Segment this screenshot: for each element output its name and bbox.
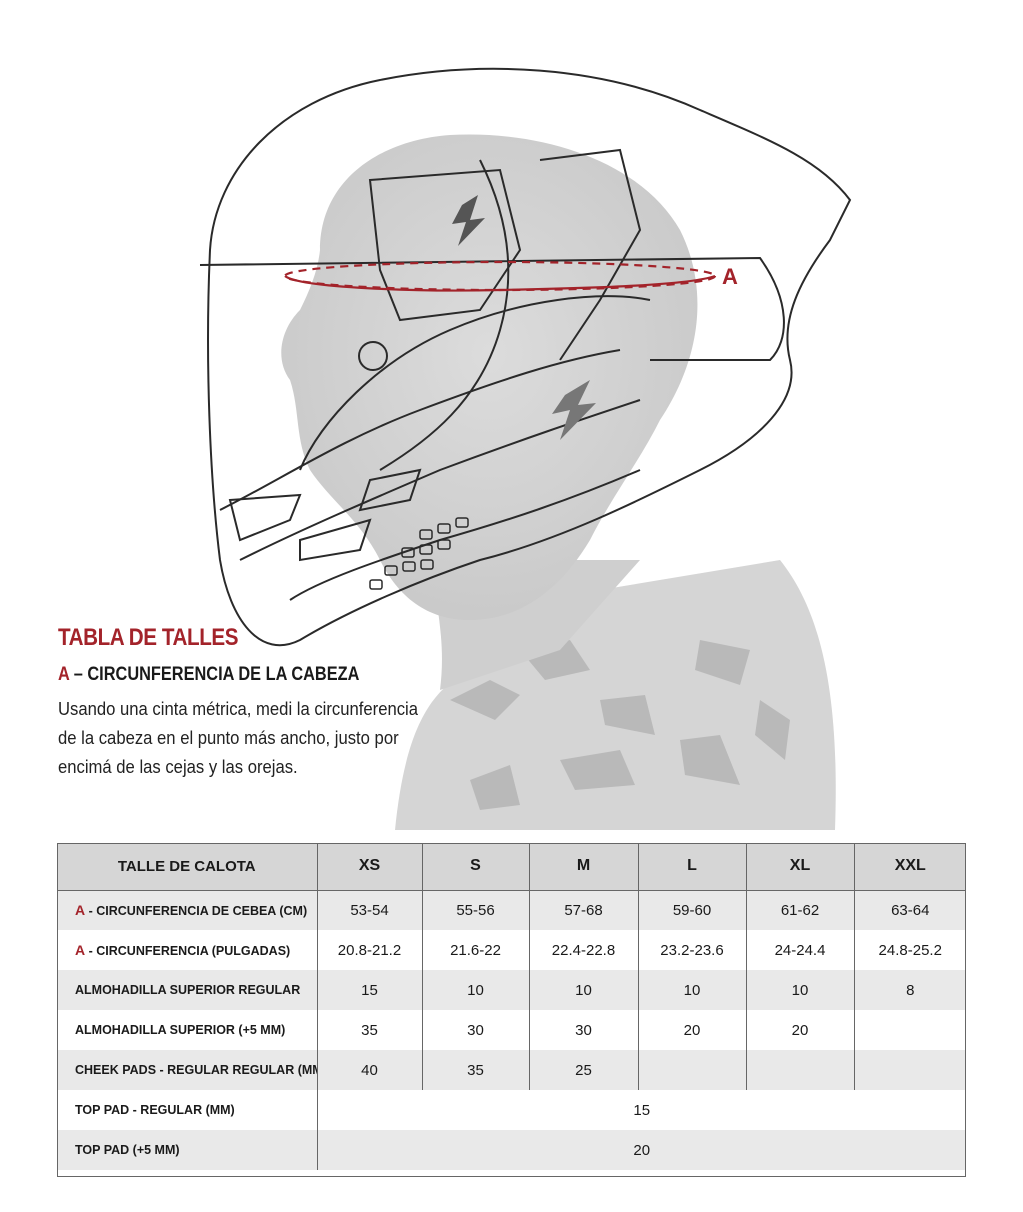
table-cell: 40 (317, 1050, 423, 1090)
table-header-row: TALLE DE CALOTA XS S M L XL XXL (57, 843, 966, 891)
table-cell: 30 (529, 1010, 639, 1050)
table-cell (746, 1050, 855, 1090)
table-cell: 53-54 (317, 890, 423, 930)
table-cell: 24-24.4 (746, 930, 855, 970)
size-table: TALLE DE CALOTA XS S M L XL XXL A - CIRC… (57, 843, 966, 1170)
row-label: A - CIRCUNFERENCIA DE CEBEA (CM) (57, 890, 318, 930)
page-title: TABLA DE TALLES (58, 624, 239, 651)
row-label-text: - CIRCUNFERENCIA (PULGADAS) (85, 944, 291, 958)
camo-pattern (450, 640, 790, 810)
table-cell: 23.2-23.6 (638, 930, 747, 970)
table-cell: 10 (638, 970, 747, 1010)
subtitle-text: – CIRCUNFERENCIA DE LA CABEZA (69, 664, 360, 685)
table-cell-merged: 20 (633, 1141, 651, 1159)
row-prefix: A (75, 942, 86, 958)
row-label: CHEEK PADS - REGULAR REGULAR (MM) (57, 1050, 318, 1090)
row-prefix: A (75, 902, 86, 919)
table-row: ALMOHADILLA SUPERIOR REGULAR 15 10 10 10… (57, 970, 966, 1010)
helmet-outline (199, 67, 852, 647)
header-size: S (422, 843, 530, 891)
measurement-subtitle: A – CIRCUNFERENCIA DE LA CABEZA (58, 664, 368, 686)
table-cell: 10 (422, 970, 530, 1010)
table-cell: 63-64 (891, 901, 930, 919)
table-cell: 8 (906, 981, 915, 999)
table-cell: 35 (422, 1050, 530, 1090)
header-size: XXL (854, 843, 966, 891)
table-cell: 24.8-25.2 (878, 941, 942, 959)
row-label: TOP PAD (+5 MM) (57, 1130, 318, 1170)
table-row: TOP PAD (+5 MM) 20 (57, 1130, 966, 1170)
table-row: TOP PAD - REGULAR (MM) 15 (57, 1090, 966, 1130)
row-label: ALMOHADILLA SUPERIOR REGULAR (57, 970, 318, 1010)
brand-star-icon-small (552, 380, 596, 440)
table-cell: 20 (746, 1010, 855, 1050)
table-cell: 20 (638, 1010, 747, 1050)
table-cell-merged: 15 (633, 1101, 651, 1119)
table-cell: 55-56 (422, 890, 530, 930)
table-cell: 57-68 (529, 890, 639, 930)
header-size: L (638, 843, 747, 891)
table-cell: 59-60 (638, 890, 747, 930)
row-label-text: - CIRCUNFERENCIA DE CEBEA (CM) (85, 904, 308, 919)
row-label: TOP PAD - REGULAR (MM) (57, 1090, 318, 1130)
table-cell: 10 (746, 970, 855, 1010)
instructions-text: Usando una cinta métrica, medi la circun… (58, 698, 418, 777)
table-cell (638, 1050, 747, 1090)
head-silhouette (281, 134, 698, 620)
row-label: A - CIRCUNFERENCIA (PULGADAS) (57, 930, 318, 970)
brand-star-icon (452, 195, 485, 246)
helmet-illustration (199, 67, 852, 830)
intro-section: TABLA DE TALLES A – CIRCUNFERENCIA DE LA… (58, 624, 418, 781)
header-size: M (529, 843, 639, 891)
table-cell: 15 (317, 970, 423, 1010)
vent-holes (369, 517, 469, 590)
header-size: XL (746, 843, 855, 891)
table-row: A - CIRCUNFERENCIA (PULGADAS) 20.8-21.2 … (57, 930, 966, 970)
table-cell: 10 (529, 970, 639, 1010)
table-cell: 20.8-21.2 (317, 930, 423, 970)
header-size: XS (317, 843, 423, 891)
table-cell: 35 (317, 1010, 423, 1050)
table-cell: 21.6-22 (422, 930, 530, 970)
table-row: CHEEK PADS - REGULAR REGULAR (MM) 40 35 … (57, 1050, 966, 1090)
table-cell (854, 1050, 966, 1090)
row-label: ALMOHADILLA SUPERIOR (+5 MM) (57, 1010, 318, 1050)
table-row: ALMOHADILLA SUPERIOR (+5 MM) 35 30 30 20… (57, 1010, 966, 1050)
table-cell: 61-62 (746, 890, 855, 930)
measurement-front-solid (284, 274, 716, 292)
subtitle-letter: A (58, 664, 70, 685)
header-label: TALLE DE CALOTA (57, 843, 318, 891)
table-cell: 22.4-22.8 (529, 930, 639, 970)
table-cell (854, 1010, 966, 1050)
table-row: A - CIRCUNFERENCIA DE CEBEA (CM) 53-54 5… (57, 890, 966, 930)
table-cell: 30 (422, 1010, 530, 1050)
table-cell: 25 (529, 1050, 639, 1090)
measurement-point-label: A (722, 264, 738, 289)
